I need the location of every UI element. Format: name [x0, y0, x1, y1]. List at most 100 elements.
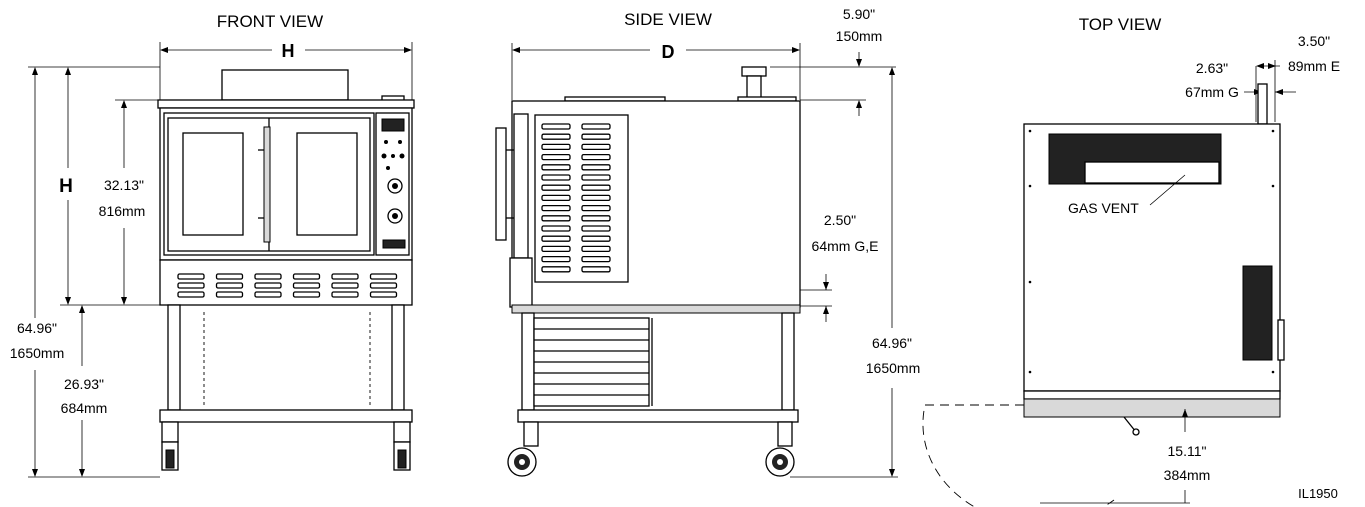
- front-louver-slot: [254, 282, 282, 289]
- side-louver-slot: [581, 133, 611, 140]
- front-louver-slot: [292, 282, 321, 289]
- side-flue-height-metric: 150mm: [836, 28, 883, 44]
- front-louver-slot: [292, 273, 321, 280]
- front-louver-slot: [369, 291, 398, 298]
- side-leg-front: [521, 312, 535, 411]
- side-louver-slot: [541, 266, 571, 273]
- front-left-window: [182, 132, 244, 236]
- side-view-title: SIDE VIEW: [624, 10, 712, 29]
- side-louver-slot: [541, 215, 571, 222]
- side-louver-slot: [581, 266, 611, 273]
- front-louvers: [177, 273, 398, 298]
- front-louver-slot: [215, 291, 244, 298]
- front-brand-logo: [382, 239, 406, 249]
- side-bottom-shelf: [517, 409, 799, 423]
- side-louver-slot: [581, 153, 611, 161]
- front-louver-slot: [177, 282, 205, 289]
- side-louver-slot: [581, 143, 611, 151]
- front-door-handle: [263, 126, 271, 243]
- front-control-panel: [375, 112, 410, 256]
- front-leg-right: [391, 304, 405, 411]
- side-leg-rear: [781, 312, 795, 411]
- side-louver-panel: [534, 114, 629, 283]
- side-oven-body: [511, 100, 801, 308]
- side-louver-slot: [541, 255, 571, 263]
- side-louver-slot: [581, 184, 611, 191]
- side-louver-slot: [541, 164, 571, 171]
- side-door-edge: [513, 113, 529, 259]
- side-flue-cap: [741, 66, 767, 77]
- side-louver-slot: [581, 255, 611, 263]
- side-connection-height-imperial: 2.50": [824, 212, 856, 228]
- front-louver-slot: [177, 273, 205, 280]
- top-door-clearance-imperial: 15.11": [1168, 443, 1207, 459]
- side-louver-slot: [581, 164, 611, 171]
- front-bottom-shelf: [159, 409, 413, 423]
- front-top-panel: [157, 99, 415, 109]
- side-louver-slot: [541, 123, 571, 130]
- front-stand-height-metric: 684mm: [61, 400, 108, 416]
- side-total-height-imperial: 64.96": [872, 335, 912, 351]
- front-louver-slot: [369, 273, 398, 280]
- front-louver-slot: [215, 282, 244, 289]
- front-louver-slot: [331, 282, 359, 289]
- front-door-height-imperial: 32.13": [104, 177, 144, 193]
- side-connection-height-metric: 64mm G,E: [812, 238, 879, 254]
- side-louver-slot: [581, 204, 611, 212]
- front-louver-slot: [177, 291, 205, 298]
- side-louver-slot: [581, 245, 611, 253]
- side-louver-slot: [541, 184, 571, 191]
- top-gas-vent-label: GAS VENT: [1068, 200, 1139, 216]
- side-louver-slot: [541, 153, 571, 161]
- front-louver-slot: [215, 273, 244, 280]
- top-electric-offset-metric: 89mm E: [1288, 58, 1340, 74]
- side-louvers: [541, 123, 611, 273]
- front-view: FRONT VIEW H 64.96" 1650mm H 32.13" 816m…: [10, 12, 415, 478]
- top-view: TOP VIEW 3.50" 89mm E 2.63" 67mm G GAS V…: [922, 15, 1340, 507]
- side-louver-slot: [581, 194, 611, 202]
- side-louver-slot: [541, 133, 571, 140]
- drawing-id: IL1950: [1298, 486, 1338, 501]
- front-height-letter: H: [59, 176, 73, 197]
- top-gas-offset-metric: 67mm G: [1185, 84, 1239, 100]
- front-louver-slot: [254, 273, 282, 280]
- front-top-vent: [221, 69, 349, 101]
- front-louver-slot: [254, 291, 282, 298]
- side-louver-slot: [541, 143, 571, 151]
- top-gas-offset-imperial: 2.63": [1196, 60, 1228, 76]
- side-louver-slot: [541, 245, 571, 253]
- front-louver-slot: [369, 282, 398, 289]
- top-door-clearance-metric: 384mm: [1164, 467, 1211, 483]
- side-door-handle: [495, 127, 507, 241]
- side-louver-slot: [541, 194, 571, 202]
- top-view-title: TOP VIEW: [1079, 15, 1162, 34]
- front-door-height-metric: 816mm: [99, 203, 146, 219]
- front-total-height-imperial: 64.96": [17, 320, 57, 336]
- top-electric-offset-imperial: 3.50": [1298, 33, 1330, 49]
- side-louver-slot: [541, 235, 571, 242]
- side-total-height-metric: 1650mm: [866, 360, 920, 376]
- front-stand-height-imperial: 26.93": [64, 376, 104, 392]
- top-door-front: [1023, 398, 1281, 418]
- front-louver-slot: [292, 291, 321, 298]
- side-louver-slot: [581, 123, 611, 130]
- side-louver-slot: [581, 225, 611, 232]
- front-right-window: [296, 132, 358, 236]
- control-display: [381, 118, 405, 132]
- front-width-letter: H: [282, 41, 295, 61]
- front-view-title: FRONT VIEW: [217, 12, 323, 31]
- side-louver-slot: [541, 204, 571, 212]
- side-flue-height-imperial: 5.90": [843, 6, 875, 22]
- side-louver-slot: [581, 215, 611, 222]
- side-base: [511, 304, 801, 314]
- top-gas-connection: [1257, 83, 1268, 125]
- front-louver-slot: [331, 273, 359, 280]
- side-louver-slot: [541, 225, 571, 232]
- front-leg-left: [167, 304, 181, 411]
- front-total-height-metric: 1650mm: [10, 345, 64, 361]
- side-louver-slot: [581, 174, 611, 181]
- front-louver-slot: [331, 291, 359, 298]
- side-view: SIDE VIEW D 5.90" 150mm 64.96" 1650mm 2.…: [495, 6, 920, 478]
- top-door-swing-arc: [922, 404, 1115, 507]
